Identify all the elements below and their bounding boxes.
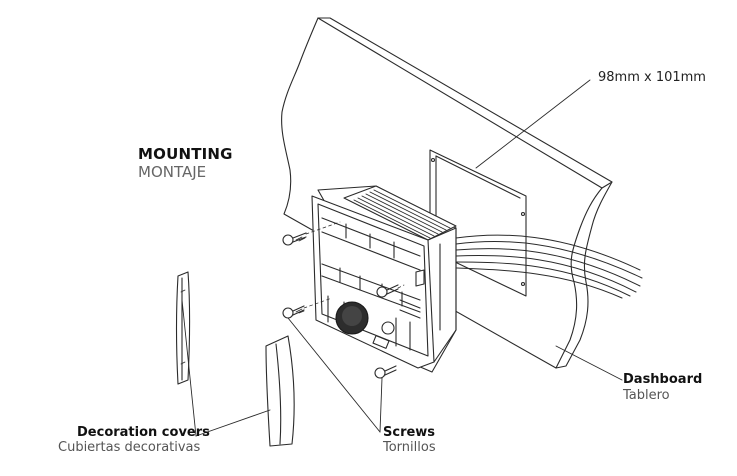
wiring-harness: [455, 234, 643, 299]
alignment-lines: [303, 221, 405, 309]
cutout-dimension-label: 98mm x 101mm: [598, 70, 706, 85]
screw-center: [376, 284, 399, 298]
volume-knob: [335, 301, 369, 335]
screw-middle-left: [282, 305, 305, 319]
decoration-cover-left: [175, 271, 191, 385]
decoration-cover-right: [265, 335, 295, 447]
decoration-covers-label-spanish: Cubiertas decorativas: [58, 440, 201, 455]
round-button: [381, 321, 395, 335]
heading-title-english: MOUNTING: [138, 145, 233, 163]
screw-bottom: [374, 365, 397, 379]
heat-sink: [353, 189, 451, 239]
decoration-covers-label-english: Decoration covers: [77, 425, 210, 440]
screw-top-left: [282, 232, 307, 246]
screws-label-spanish: Tornillos: [383, 440, 436, 455]
dashboard-label-english: Dashboard: [623, 372, 703, 387]
screws-label-english: Screws: [383, 425, 436, 440]
leader-lines: [181, 79, 623, 437]
dashboard-label-spanish: Tablero: [623, 388, 670, 403]
heading-title-spanish: MONTAJE: [138, 163, 207, 181]
